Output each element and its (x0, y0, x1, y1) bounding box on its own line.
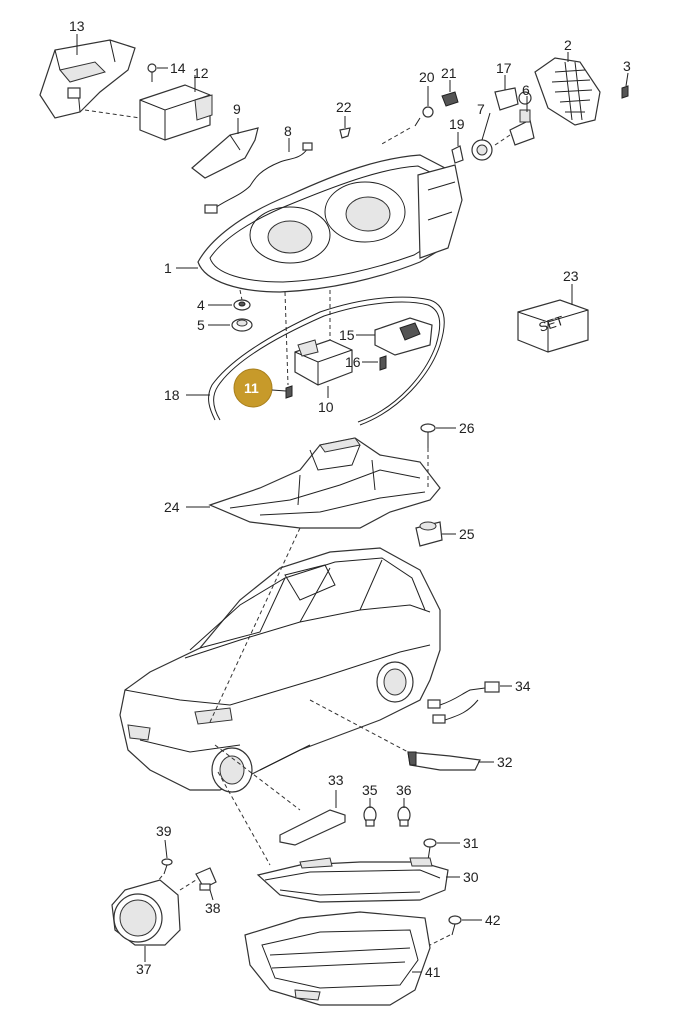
part-24-mounting-frame (208, 437, 441, 529)
part-30-led-strip (256, 857, 449, 903)
callout-35: 35 (362, 782, 378, 798)
highlight-circle[interactable] (233, 368, 273, 408)
part-9-bracket (191, 127, 259, 179)
part-34-harness (427, 681, 500, 724)
part-11-screw (285, 385, 293, 399)
part-14-screw (147, 63, 157, 82)
part-7-cap (471, 139, 493, 161)
callout-12: 12 (193, 65, 209, 81)
callout-20: 20 (419, 69, 435, 85)
callout-17: 17 (496, 60, 512, 76)
part-8-cable (204, 142, 313, 214)
callout-18: 18 (164, 387, 180, 403)
part-12-control-module (139, 84, 213, 141)
callout-1: 1 (164, 260, 172, 276)
part-26-screw (420, 423, 436, 448)
part-4-nut (233, 299, 251, 311)
part-35-bulb (363, 806, 377, 827)
callout-10: 10 (318, 399, 334, 415)
callout-13: 13 (69, 18, 85, 34)
callout-6: 6 (522, 82, 530, 98)
part-3-screw (621, 85, 629, 99)
callout-2: 2 (564, 37, 572, 53)
part-1-headlight (197, 154, 463, 293)
part-16-screw (379, 355, 387, 371)
part-20-screw (414, 106, 434, 127)
part-23-set-box: SET (517, 299, 589, 353)
callout-42: 42 (485, 912, 501, 928)
callout-16: 16 (345, 354, 361, 370)
part-22-screw (339, 127, 351, 139)
car-illustration (119, 547, 441, 793)
part-32-indicator (407, 751, 481, 771)
part-17-bulb (494, 87, 532, 111)
part-13-bracket (39, 39, 136, 119)
set-box-text: SET (537, 313, 566, 335)
callout-33: 33 (328, 772, 344, 788)
callout-11[interactable]: 11 (244, 380, 259, 396)
callout-23: 23 (563, 268, 579, 284)
part-6-xenon-bulb (509, 109, 535, 146)
part-36-bulb (397, 806, 411, 827)
callout-26: 26 (459, 420, 475, 436)
part-42-screw (448, 915, 462, 936)
callout-32: 32 (497, 754, 513, 770)
part-19-ring (451, 145, 464, 164)
part-2-cover (534, 57, 601, 126)
callout-14: 14 (170, 60, 186, 76)
callout-3: 3 (623, 58, 631, 74)
callout-19: 19 (449, 116, 465, 132)
callout-31: 31 (463, 835, 479, 851)
part-5-grommet (231, 318, 253, 332)
part-31-screw (423, 838, 437, 861)
callout-25: 25 (459, 526, 475, 542)
part-33-side-marker (279, 809, 346, 846)
callout-15: 15 (339, 327, 355, 343)
part-25-cap (415, 521, 443, 547)
part-18-seal (208, 296, 445, 426)
callout-labels: 13 14 12 9 8 22 20 21 17 19 7 6 2 3 1 23… (69, 18, 631, 980)
part-39-screw (161, 858, 173, 875)
callout-4: 4 (197, 297, 205, 313)
callout-5: 5 (197, 317, 205, 333)
callout-38: 38 (205, 900, 221, 916)
callout-41: 41 (425, 964, 441, 980)
part-21-clip (441, 91, 459, 107)
callout-30: 30 (463, 869, 479, 885)
callout-24: 24 (164, 499, 180, 515)
callout-21: 21 (441, 65, 457, 81)
callout-8: 8 (284, 123, 292, 139)
part-37-fog-light (111, 879, 181, 946)
callout-22: 22 (336, 99, 352, 115)
part-10-module (294, 339, 353, 386)
callout-34: 34 (515, 678, 531, 694)
part-41-grille (244, 911, 431, 1006)
callout-9: 9 (233, 101, 241, 117)
callout-37: 37 (136, 961, 152, 977)
callout-7: 7 (477, 101, 485, 117)
part-15-ballast (374, 317, 433, 356)
part-38-bulb (195, 867, 217, 891)
callout-11-highlight[interactable]: 11 (233, 368, 273, 408)
callout-36: 36 (396, 782, 412, 798)
callout-39: 39 (156, 823, 172, 839)
